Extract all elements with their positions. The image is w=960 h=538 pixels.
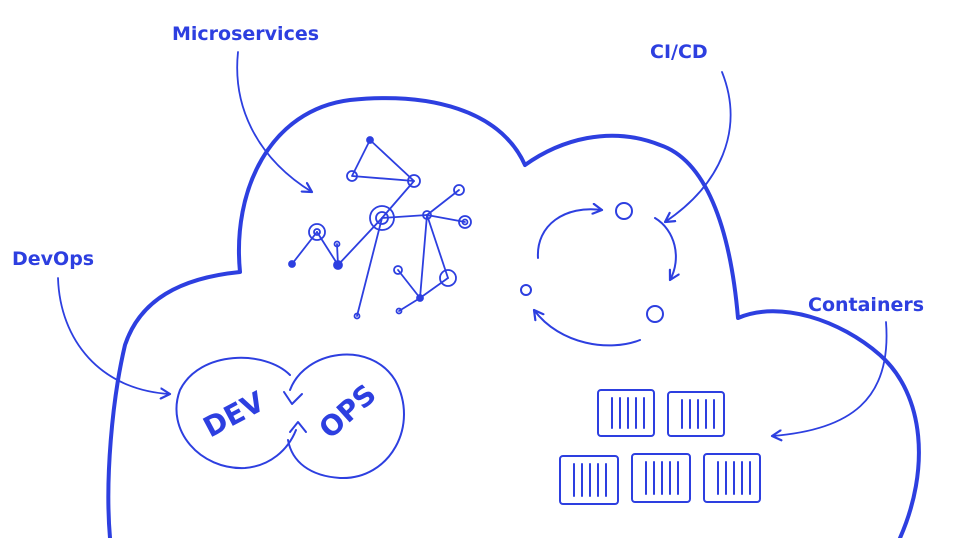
devops-loop: DEV OPS [175,353,405,480]
cicd-arrow [665,71,732,222]
cicd-cycle [520,202,676,347]
containers-label: Containers [808,294,924,316]
container-box [703,453,761,503]
microservices-network [288,136,472,320]
dev-text: DEV [198,385,270,444]
microservices-label: Microservices [172,23,319,45]
container-box [631,453,691,503]
cicd-label: CI/CD [650,41,708,63]
containers-arrow [772,321,888,436]
devops-arrow [57,277,170,394]
containers-stack [559,389,761,505]
devops-label: DevOps [12,248,94,270]
container-box [559,455,619,505]
microservices-arrow [236,51,312,192]
ops-text: OPS [313,378,383,446]
cloud-outline [106,96,921,538]
container-box [597,389,655,437]
container-box [667,391,725,437]
